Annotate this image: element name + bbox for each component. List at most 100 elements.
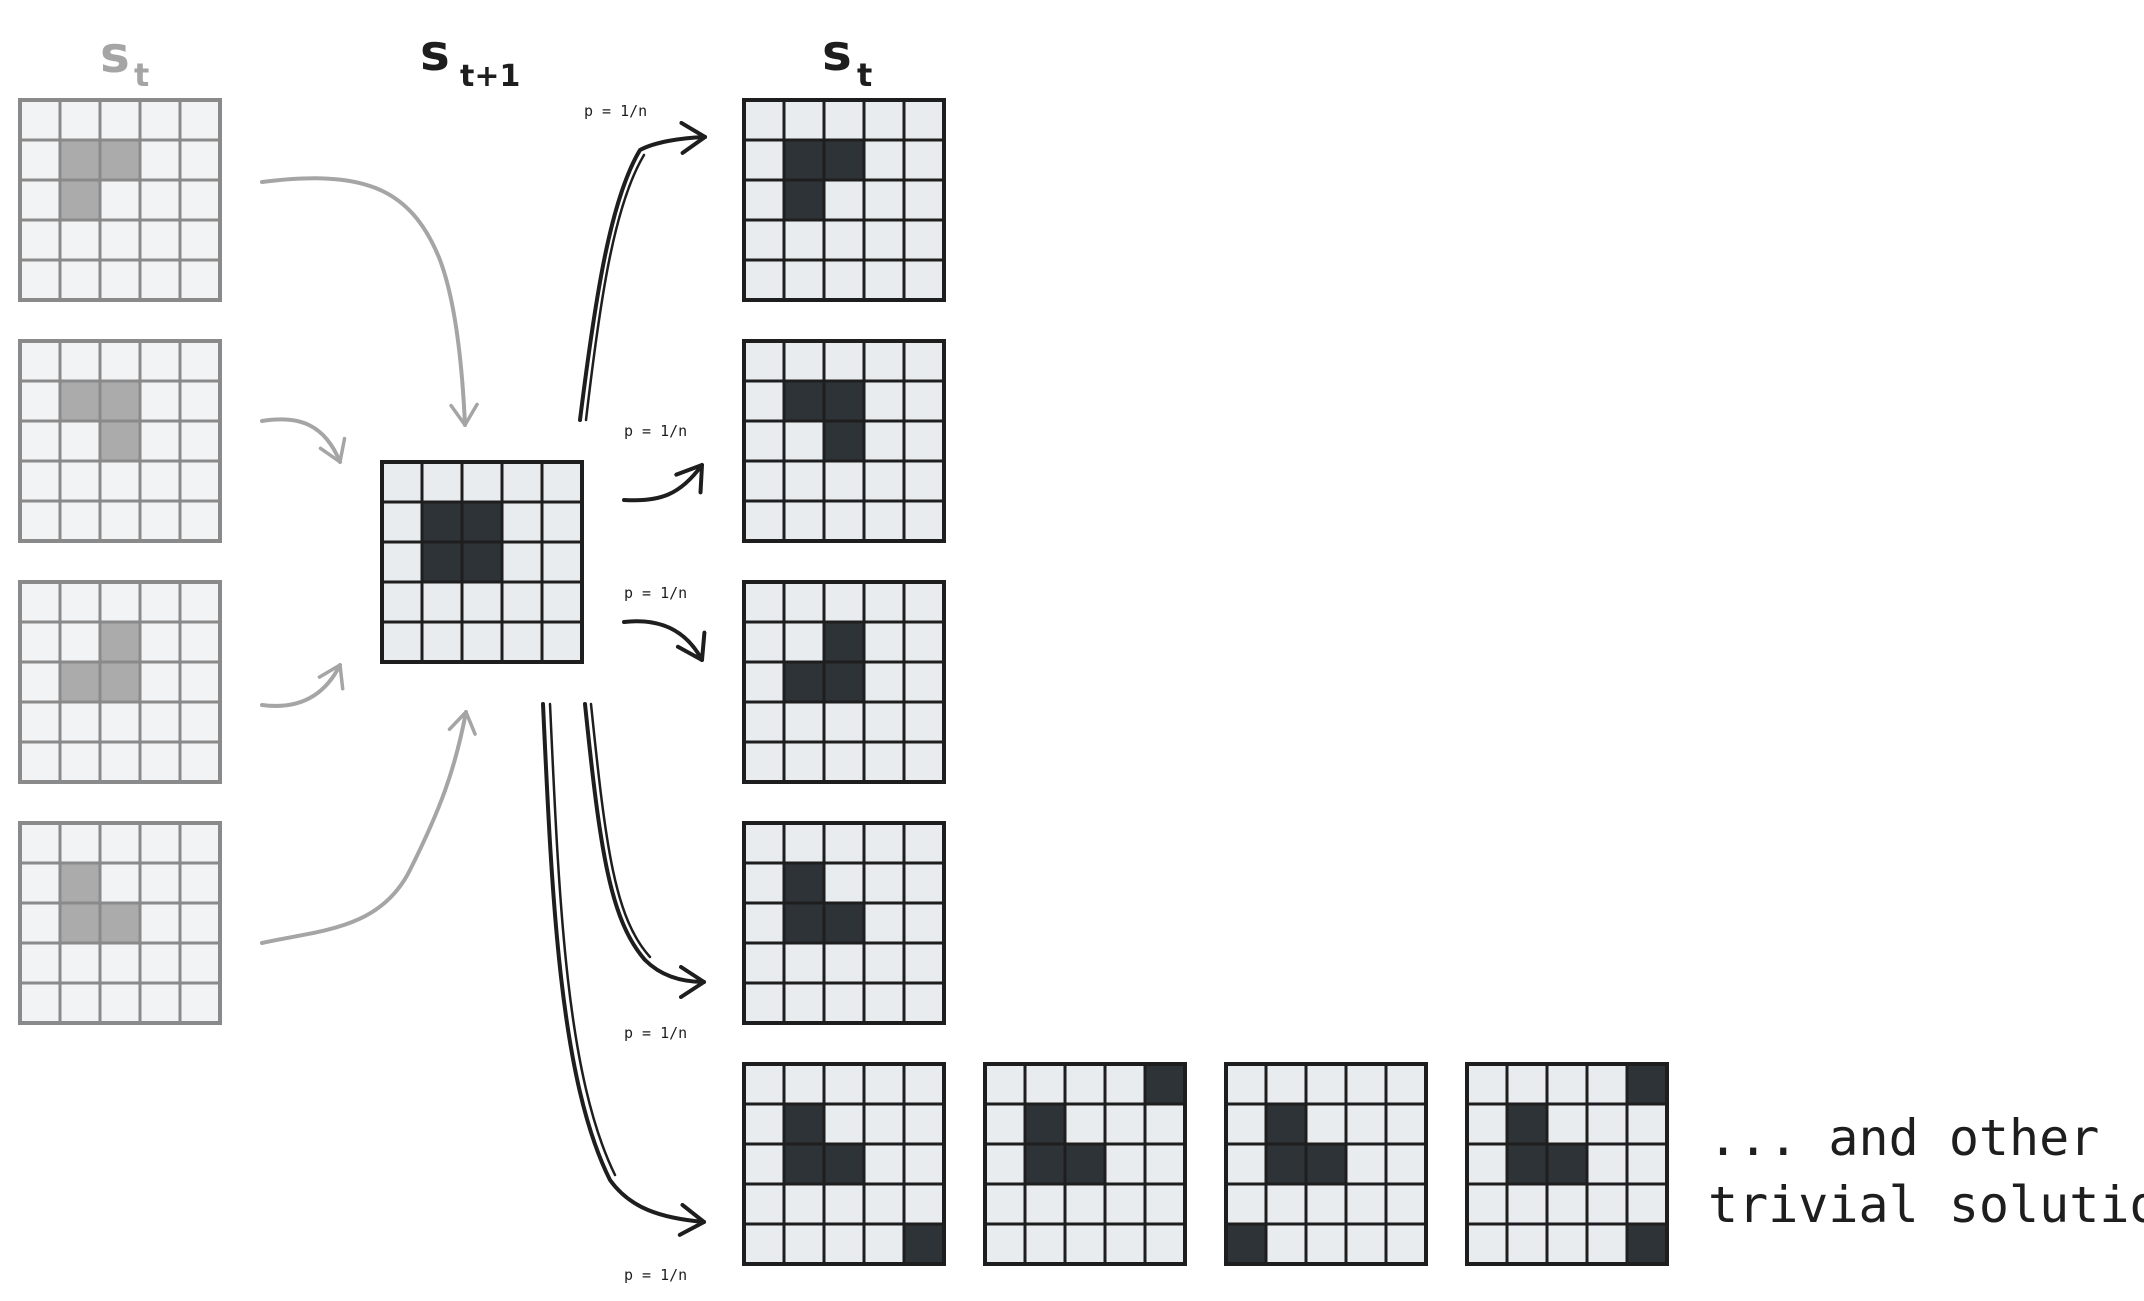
- cell-dead: [742, 1102, 786, 1146]
- label-s-t1-center: s t+1: [420, 24, 520, 94]
- trivial-grids: [742, 1062, 1669, 1266]
- cell-dead: [862, 740, 906, 784]
- label-s-left: s: [100, 26, 130, 84]
- cell-alive: [822, 620, 866, 664]
- cell-dead: [1264, 1222, 1308, 1266]
- cell-dead: [742, 580, 786, 624]
- grid-border: [742, 98, 946, 302]
- cell-dead: [742, 138, 786, 182]
- cell-dead: [380, 620, 424, 664]
- cell-dead: [98, 981, 142, 1025]
- cell-alive: [58, 379, 102, 423]
- cell-dead: [742, 419, 786, 463]
- cell-alive: [782, 660, 826, 704]
- cell-dead: [862, 700, 906, 744]
- cell-dead: [138, 459, 182, 503]
- cell-alive: [1264, 1142, 1308, 1186]
- cell-dead: [1143, 1142, 1187, 1186]
- cell-dead: [902, 138, 946, 182]
- cell-dead: [178, 660, 222, 704]
- cell-dead: [138, 218, 182, 262]
- cell-dead: [1384, 1062, 1428, 1106]
- cell-dead: [1384, 1102, 1428, 1146]
- grid-border: [742, 580, 946, 784]
- cell-alive: [1143, 1062, 1187, 1106]
- cell-dead: [1023, 1222, 1067, 1266]
- succ-grid-2: [742, 339, 946, 543]
- cell-alive: [58, 660, 102, 704]
- cell-dead: [500, 540, 544, 584]
- cell-alive: [1063, 1142, 1107, 1186]
- cell-dead: [18, 941, 62, 985]
- cell-dead: [1344, 1062, 1388, 1106]
- cell-dead: [822, 740, 866, 784]
- cell-dead: [742, 339, 786, 383]
- cell-dead: [138, 138, 182, 182]
- cell-dead: [1224, 1142, 1268, 1186]
- cell-dead: [138, 258, 182, 302]
- cell-dead: [18, 339, 62, 383]
- prob-label-2: p = 1/n: [624, 422, 687, 440]
- grid-border: [1465, 1062, 1669, 1266]
- succ-grid-1: [742, 98, 946, 302]
- cell-alive: [782, 861, 826, 905]
- predecessor-grids: [18, 98, 222, 1025]
- cell-dead: [1505, 1062, 1549, 1106]
- cell-dead: [500, 500, 544, 544]
- cell-dead: [138, 981, 182, 1025]
- cell-dead: [862, 499, 906, 543]
- cell-dead: [902, 901, 946, 945]
- cell-dead: [862, 178, 906, 222]
- cell-dead: [178, 821, 222, 865]
- cell-dead: [18, 258, 62, 302]
- cell-dead: [822, 218, 866, 262]
- cell-dead: [500, 580, 544, 624]
- cell-dead: [380, 500, 424, 544]
- cell-dead: [18, 821, 62, 865]
- cell-dead: [178, 339, 222, 383]
- cell-alive: [782, 138, 826, 182]
- cell-dead: [18, 499, 62, 543]
- pred-grid-4: [18, 821, 222, 1025]
- cell-dead: [862, 258, 906, 302]
- cell-dead: [742, 1062, 786, 1106]
- trivial-grid-4: [1465, 1062, 1669, 1266]
- pred-grid-3: [18, 580, 222, 784]
- cell-alive: [420, 540, 464, 584]
- cell-dead: [742, 459, 786, 503]
- cell-dead: [742, 941, 786, 985]
- cell-dead: [98, 178, 142, 222]
- cell-dead: [983, 1142, 1027, 1186]
- label-s-right: s: [822, 24, 852, 82]
- trivial-solutions-caption: ... and other trivial solutions: [1708, 1109, 2144, 1234]
- prob-label-1: p = 1/n: [584, 102, 647, 120]
- cell-alive: [98, 620, 142, 664]
- cell-alive: [58, 861, 102, 905]
- cell-dead: [1545, 1222, 1589, 1266]
- incoming-arrow-3: [260, 663, 345, 708]
- cell-dead: [138, 499, 182, 543]
- cell-dead: [178, 419, 222, 463]
- cell-dead: [1545, 1182, 1589, 1226]
- cell-dead: [862, 660, 906, 704]
- cell-dead: [178, 740, 222, 784]
- cell-dead: [742, 620, 786, 664]
- cell-dead: [822, 98, 866, 142]
- cell-dead: [1143, 1102, 1187, 1146]
- cell-dead: [862, 98, 906, 142]
- cell-dead: [138, 339, 182, 383]
- cell-alive: [98, 419, 142, 463]
- cell-dead: [1505, 1222, 1549, 1266]
- probability-labels: p = 1/n p = 1/n p = 1/n p = 1/n p = 1/n: [584, 102, 687, 1284]
- cell-dead: [782, 620, 826, 664]
- outgoing-arrow-3: [622, 619, 707, 662]
- cell-dead: [178, 981, 222, 1025]
- cell-dead: [500, 460, 544, 504]
- cell-dead: [18, 620, 62, 664]
- cell-dead: [902, 1182, 946, 1226]
- center-grid-group: [380, 460, 584, 664]
- cell-dead: [862, 620, 906, 664]
- grid-border: [18, 339, 222, 543]
- cell-dead: [862, 1182, 906, 1226]
- pred-grid-1: [18, 98, 222, 302]
